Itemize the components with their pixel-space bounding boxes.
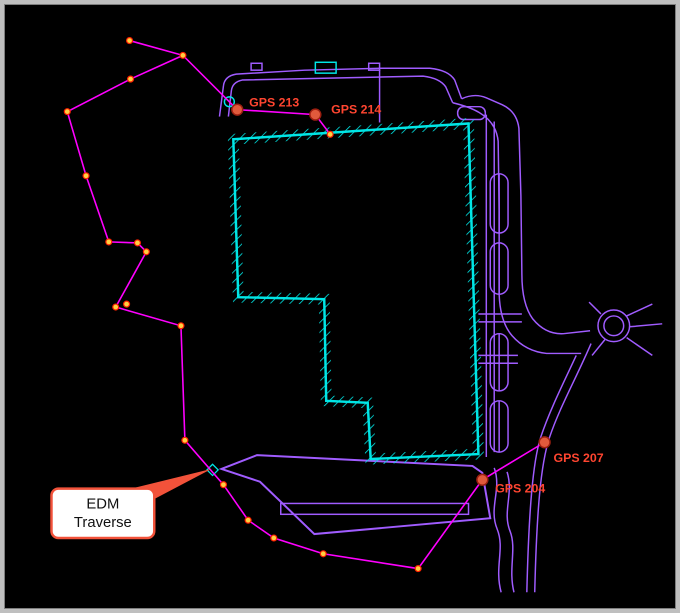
cyan-structure-marker [314, 61, 337, 74]
callout-text: EDM [86, 496, 119, 512]
bottom-lot-strip [280, 502, 470, 516]
traverse-node [63, 108, 71, 116]
traverse-node [326, 130, 334, 138]
traverse-node [177, 322, 185, 330]
gps-point [309, 108, 322, 121]
traverse-node [105, 238, 113, 246]
building-edge [232, 122, 480, 461]
building-outline [206, 61, 484, 477]
cyan-point-circle [223, 96, 236, 108]
traverse-node [126, 75, 135, 83]
edm-traverse-layer [63, 37, 546, 573]
cyan-diamond-marker [206, 463, 220, 477]
stream-line [493, 467, 502, 593]
traverse-node [133, 239, 142, 247]
callout-box [50, 487, 156, 540]
roundabout-outer [597, 309, 631, 343]
traverse-node [123, 300, 131, 308]
traverse-node [244, 516, 252, 524]
traverse-node [112, 303, 120, 311]
building-hatch-band [227, 117, 484, 465]
traverse-node [319, 550, 327, 558]
traverse-node [270, 534, 278, 542]
gps-label: GPS 204 [495, 482, 545, 496]
site-detail-lines [218, 62, 663, 593]
edm-traverse-line [66, 39, 546, 570]
traverse-node [125, 37, 134, 45]
traverse-node [179, 51, 187, 59]
traverse-node [219, 481, 227, 489]
gps-label: GPS 213 [249, 96, 299, 110]
stream-line [506, 471, 515, 593]
gps-point [231, 103, 244, 116]
traverse-node [142, 248, 150, 256]
gps-label: GPS 207 [554, 451, 604, 465]
gps-point [476, 473, 489, 486]
callout-text: Traverse [74, 515, 132, 531]
callout-layer: EDM Traverse [50, 468, 212, 540]
roundabout-inner [603, 315, 625, 337]
gps-label: GPS 214 [331, 103, 381, 117]
traverse-node [181, 436, 189, 444]
traverse-node [82, 172, 90, 180]
gps-point [538, 436, 551, 449]
traverse-node [414, 565, 422, 573]
bottom-lot-outline [218, 454, 492, 536]
